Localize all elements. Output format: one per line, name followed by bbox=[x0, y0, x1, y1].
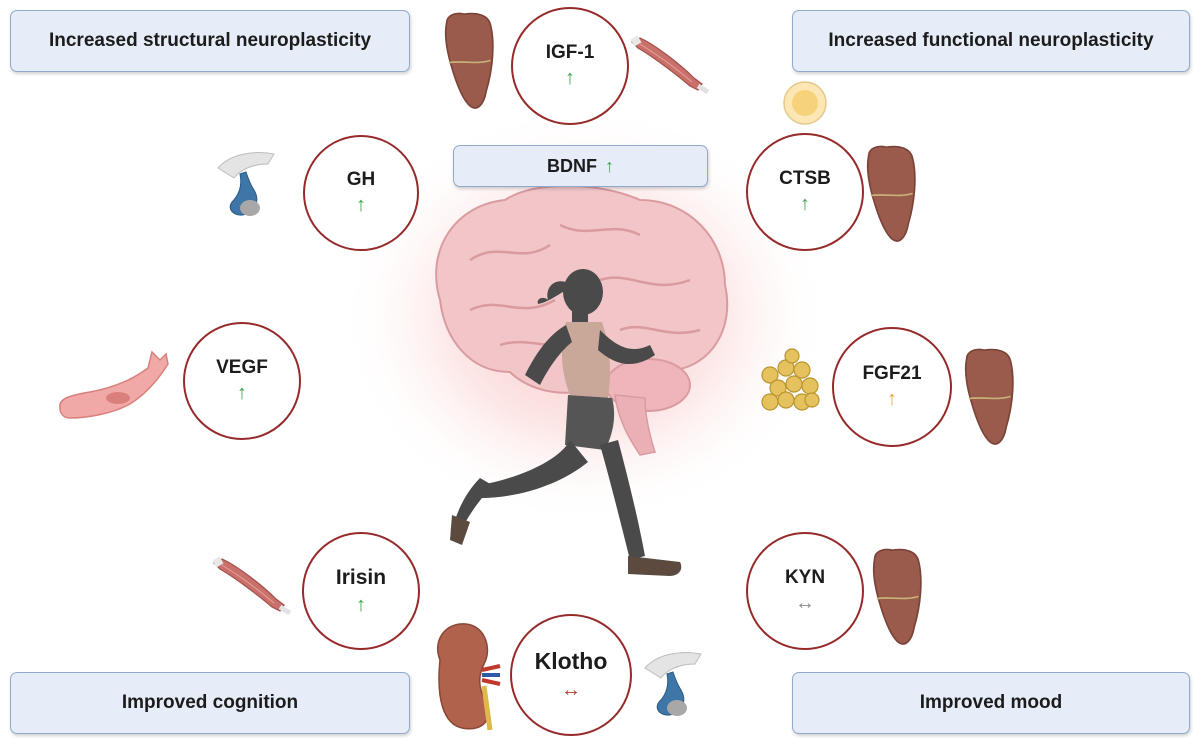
factor-label: Klotho bbox=[534, 648, 608, 675]
factor-gh: GH ↑ bbox=[303, 135, 419, 251]
outcome-improved-mood: Improved mood bbox=[792, 672, 1190, 734]
factor-vegf: VEGF ↑ bbox=[183, 322, 301, 440]
factor-label: Irisin bbox=[335, 566, 387, 590]
factor-arrow: ↔ bbox=[795, 592, 815, 615]
factor-ctsb: CTSB ↑ bbox=[746, 133, 864, 251]
factor-arrow: ↑ bbox=[356, 194, 366, 217]
factor-label: KYN bbox=[784, 566, 826, 588]
factor-arrow: ↑ bbox=[565, 67, 575, 90]
factor-label: VEGF bbox=[216, 356, 268, 378]
factor-label: FGF21 bbox=[862, 362, 922, 384]
factor-label: CTSB bbox=[779, 167, 831, 189]
runner-icon bbox=[450, 269, 682, 576]
outcome-functional-neuroplasticity: Increased functional neuroplasticity bbox=[792, 10, 1190, 72]
outcome-structural-neuroplasticity: Increased structural neuroplasticity bbox=[10, 10, 410, 72]
factor-irisin: Irisin ↑ bbox=[302, 532, 420, 650]
factor-arrow: ↑ bbox=[356, 593, 366, 616]
factor-label: GH bbox=[346, 168, 376, 190]
factor-label: IGF-1 bbox=[545, 41, 595, 63]
bdnf-label: BDNF bbox=[547, 155, 597, 176]
factor-arrow: ↑ bbox=[237, 382, 247, 405]
factor-klotho: Klotho ↔ bbox=[510, 614, 632, 736]
factor-arrow: ↑ bbox=[887, 388, 897, 411]
factor-fgf21: FGF21 ↑ bbox=[832, 327, 952, 447]
outcome-improved-cognition: Improved cognition bbox=[10, 672, 410, 734]
factor-arrow: ↔ bbox=[561, 678, 581, 701]
factor-arrow: ↑ bbox=[800, 193, 810, 216]
bdnf-arrow: ↑ bbox=[605, 155, 614, 176]
factor-kyn: KYN ↔ bbox=[746, 532, 864, 650]
factor-igf1: IGF-1 ↑ bbox=[511, 7, 629, 125]
bdnf-box: BDNF ↑ bbox=[453, 145, 708, 187]
